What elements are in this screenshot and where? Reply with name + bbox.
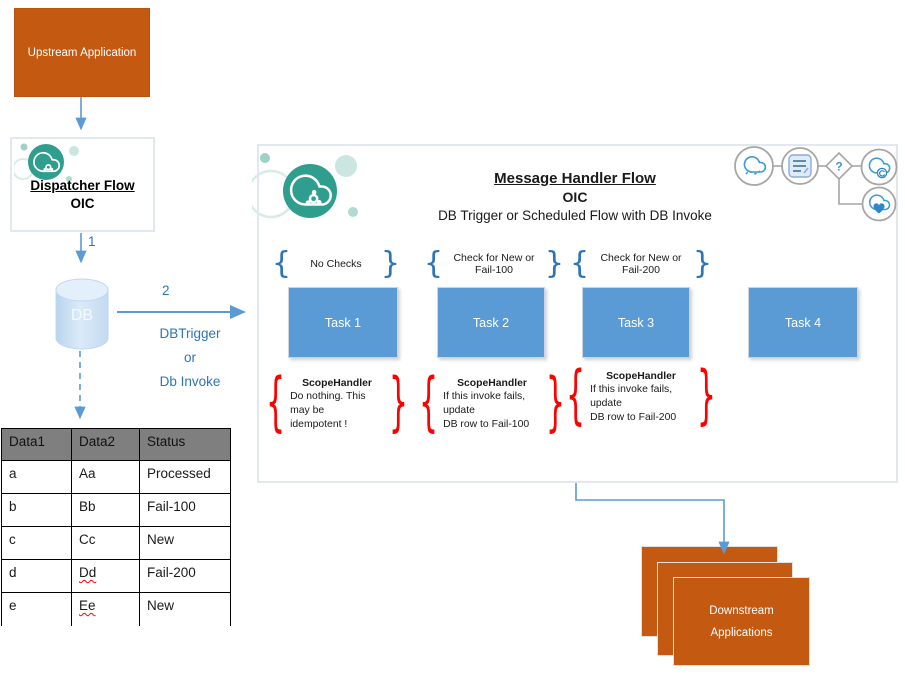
task-1-box: Task 1 [288,287,398,358]
table-header-data2: Data2 [71,428,140,461]
scope-handler-2-title: ScopeHandler [457,377,527,389]
scope-handler-3: { ScopeHandler If this invoke fails, upd… [566,361,716,433]
upstream-application-box: Upstream Application [14,8,150,97]
table-row: c Cc New [1,526,231,560]
downstream-label-line1: Downstream [709,604,774,617]
table-cell: Fail-200 [139,559,231,593]
table-cell: Fail-100 [139,493,231,527]
status-table: Data1 Data2 Status a Aa Processed b Bb F… [1,428,231,626]
table-cell: Processed [139,460,231,494]
table-cell: e [1,592,72,626]
message-handler-title: Message Handler Flow [494,170,656,187]
invoke-cloud-sync-icon [860,148,898,186]
upstream-application-label: Upstream Application [27,46,137,59]
downstream-label-line2: Applications [710,626,773,639]
task-4-label: Task 4 [784,315,822,330]
left-red-brace: { [266,365,286,441]
task-1-label: Task 1 [324,315,362,330]
scope-handler-3-title: ScopeHandler [606,370,676,382]
right-red-brace: } [545,365,565,441]
table-cell-spellchecked: Dd [71,559,140,593]
left-red-brace: { [419,365,439,441]
step-1-label: 1 [88,234,96,249]
scope-handler-1-line2: idempotent ! [290,418,348,430]
db-trigger-label: DBTrigger or Db Invoke [146,322,234,394]
task-3-box: Task 3 [582,287,690,358]
dispatcher-flow-subtitle: OIC [70,196,95,211]
check-group-3: { Check for New or Fail-200 } [570,247,712,281]
check-group-1: { No Checks } [272,247,400,281]
right-brace: } [692,246,712,281]
scope-handler-1: { ScopeHandler Do nothing. This may be i… [266,368,408,440]
table-cell: b [1,493,72,527]
scope-handler-3-line2: DB row to Fail-200 [590,411,677,423]
task-2-label: Task 2 [472,315,510,330]
table-header-data1: Data1 [1,428,72,461]
table-row: d Dd Fail-200 [1,559,231,593]
database-cylinder: DB [55,278,109,350]
integration-flow-thumbnail: ? [734,146,898,222]
table-header-status: Status [139,428,231,461]
check-group-2: { Check for New or Fail-100 } [424,247,564,281]
left-brace: { [424,246,444,281]
scope-handler-2-line2: DB row to Fail-100 [443,418,530,430]
table-cell: d [1,559,72,593]
downstream-applications-label: Downstream Applications [709,600,774,644]
dispatcher-flow-text: Dispatcher Flow OIC [10,178,155,211]
db-trigger-line3: Db Invoke [159,374,221,389]
table-cell: Aa [71,460,140,494]
downstream-app-box-front: Downstream Applications [673,577,810,666]
table-cell: a [1,460,72,494]
right-red-brace: } [388,365,408,441]
oic-cloud-icon [252,153,358,219]
dispatcher-flow-title: Dispatcher Flow [30,178,135,193]
scope-handler-1-line1: Do nothing. This may be [290,391,366,416]
database-label: DB [71,307,93,324]
table-row: b Bb Fail-100 [1,493,231,527]
right-brace: } [544,246,564,281]
right-red-brace: } [696,358,716,434]
check-label-3: Check for New or Fail-200 [600,252,682,276]
task-3-label: Task 3 [617,315,655,330]
table-cell: New [139,526,231,560]
dispatcher-oic-cloud-icon [14,143,79,182]
scope-handler-2: { ScopeHandler If this invoke fails, upd… [419,368,565,440]
check-label-1: No Checks [310,258,362,270]
scope-handler-1-title: ScopeHandler [302,377,372,389]
decision-question-mark: ? [835,160,842,174]
scope-handler-1-text: ScopeHandler Do nothing. This may be ide… [285,377,389,431]
message-handler-heading: Message Handler Flow OIC DB Trigger or S… [330,170,820,223]
scope-handler-3-line1: If this invoke fails, update [590,384,673,409]
db-trigger-line2: or [183,350,196,365]
dispatcher-flow-box [10,137,155,232]
right-brace: } [380,246,400,281]
step-2-label: 2 [162,283,170,298]
cloud-heart-icon [861,186,897,222]
table-row: e Ee New [1,592,231,626]
table-header-row: Data1 Data2 Status [1,428,231,461]
scope-handler-3-text: ScopeHandler If this invoke fails, updat… [585,370,697,424]
table-cell: Cc [71,526,140,560]
table-cell: c [1,526,72,560]
connector-handler-to-downstream [575,483,730,555]
decision-diamond-icon: ? [824,151,854,181]
check-label-2: Check for New or Fail-100 [453,252,535,276]
left-brace: { [570,246,590,281]
table-cell: New [139,592,231,626]
table-row: a Aa Processed [1,460,231,494]
task-2-box: Task 2 [437,287,545,358]
table-cell-spellchecked: Ee [71,592,140,626]
notes-icon [781,147,819,185]
table-cell: Bb [71,493,140,527]
trigger-cloud-icon [734,146,774,186]
db-trigger-line1: DBTrigger [159,326,221,341]
scope-handler-2-line1: If this invoke fails, update [443,391,526,416]
message-handler-description: DB Trigger or Scheduled Flow with DB Inv… [438,208,712,223]
left-red-brace: { [566,358,586,434]
left-brace: { [272,246,292,281]
scope-handler-2-text: ScopeHandler If this invoke fails, updat… [438,377,546,431]
task-4-box: Task 4 [748,287,858,358]
message-handler-subtitle: OIC [562,189,588,205]
